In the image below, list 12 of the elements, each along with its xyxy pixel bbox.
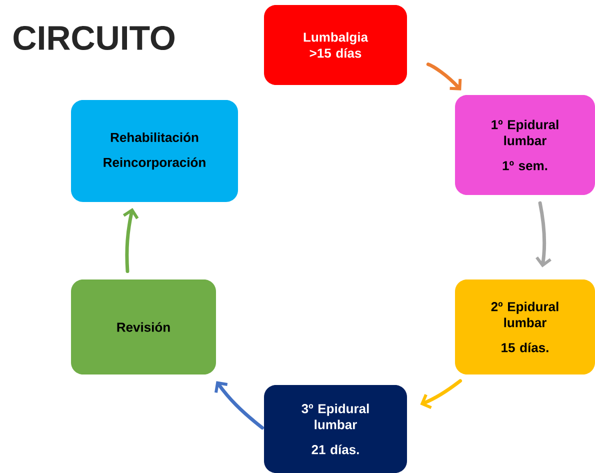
process-box: 3º Epidural lumbar 21 días. xyxy=(264,384,407,473)
arrow xyxy=(420,379,462,409)
process-box: 1º Epidural lumbar 1º sem. xyxy=(455,95,595,195)
arrow xyxy=(122,208,139,274)
arrow xyxy=(214,381,264,430)
process-box: Revisión xyxy=(71,279,216,374)
title: CIRCUITO xyxy=(14,26,174,50)
process-box: 2º Epidural lumbar 15 días. xyxy=(455,279,595,374)
process-box: Rehabilitación Reincorporación xyxy=(71,100,238,202)
process-box: Lumbalgia >15 días xyxy=(264,5,407,85)
arrow xyxy=(426,62,462,90)
arrow xyxy=(536,201,552,268)
